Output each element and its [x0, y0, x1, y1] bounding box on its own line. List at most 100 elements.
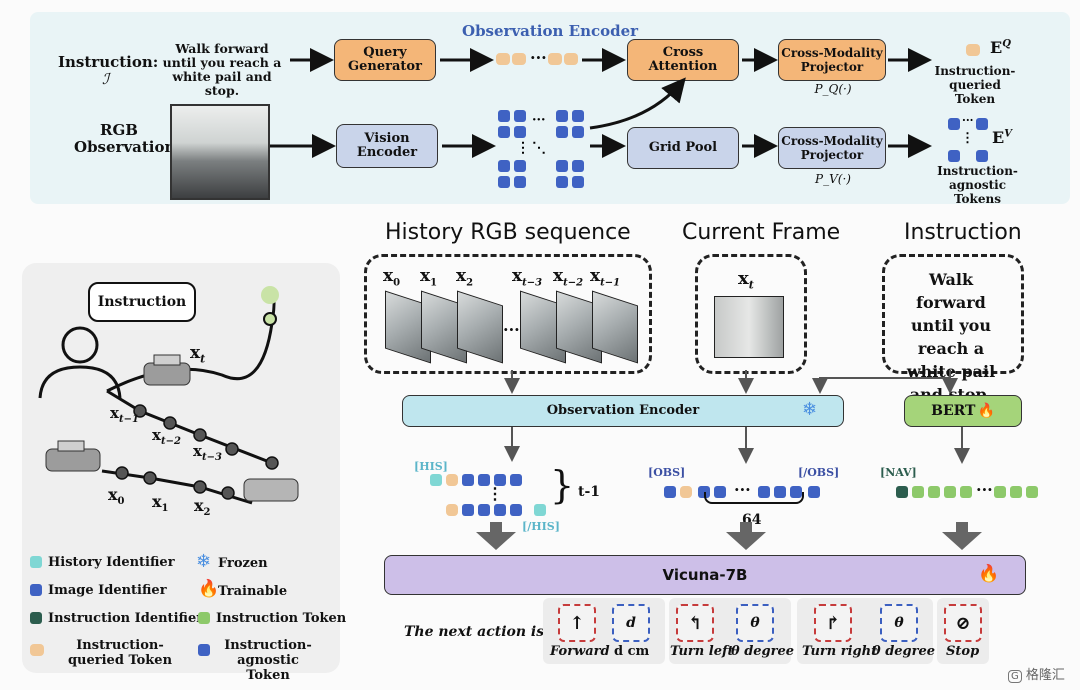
traj-label: x1: [152, 492, 169, 515]
vision-token: [572, 176, 584, 188]
snowflake-icon: ❄: [196, 551, 212, 572]
nav-tag: [NAV]: [880, 466, 917, 479]
his-token: [534, 504, 546, 516]
instruction-token: [960, 486, 972, 498]
rgb-label: RGB Observation:: [74, 121, 181, 156]
rgb-thumbnail: [170, 104, 270, 200]
ia-token: [774, 486, 786, 498]
angle-icon: θ: [736, 604, 774, 642]
ia-token: [714, 486, 726, 498]
vision-token: [514, 160, 526, 172]
svg-text:···: ···: [962, 114, 974, 127]
action-label: Stop: [946, 644, 980, 659]
forward-icon: ↑: [558, 604, 596, 642]
instruction-box: [882, 254, 1024, 374]
obs-encoder-box: Observation Encoder: [402, 395, 844, 427]
brace-under: [704, 492, 804, 504]
legend-instruction-token: Instruction Token: [216, 611, 347, 626]
current-frame-label: xt: [738, 268, 754, 292]
instruction-label: Instruction: ℐ: [58, 53, 159, 88]
action-label: d cm: [614, 644, 650, 659]
action-label: θ degree: [731, 644, 795, 659]
legend-iq-token: Instruction-queried Token: [67, 638, 173, 668]
xt-label: xt: [190, 343, 206, 366]
vision-token: [514, 110, 526, 122]
action-label: Turn left: [670, 644, 734, 659]
ev-caption: Instruction-agnostic Tokens: [937, 164, 1018, 206]
ev-token: [976, 118, 988, 130]
legend-swatch-iq: [30, 644, 44, 656]
iq-token: [446, 504, 458, 516]
traj-label: xt−2: [152, 426, 181, 447]
pv-label: P_V(·): [815, 172, 851, 186]
legend-instruction-identifier: Instruction Identifier: [48, 611, 204, 626]
instruction-token: [928, 486, 940, 498]
fire-icon: 🔥: [977, 403, 995, 419]
ia-token: [478, 504, 490, 516]
his-token: [430, 474, 442, 486]
vision-token: [556, 176, 568, 188]
frame-label: xt−2: [553, 266, 584, 289]
ellipsis: ···: [976, 480, 993, 499]
turn-left-icon: ↰: [676, 604, 714, 642]
action-label: Forward: [550, 644, 610, 659]
eq-caption: Instruction-queried Token: [934, 64, 1016, 106]
vision-token: [498, 126, 510, 138]
vision-token: [556, 110, 568, 122]
legend-history-identifier: History Identifier: [48, 555, 175, 570]
snowflake-icon: ❄: [802, 399, 818, 420]
vision-token: [514, 176, 526, 188]
action-label: θ degree: [872, 644, 936, 659]
current-box: [695, 254, 807, 374]
traj-label: xt−3: [193, 442, 222, 463]
obs-open-tag: [OBS]: [648, 466, 686, 479]
his-open-tag: [HIS]: [414, 460, 448, 473]
vicuna-box: Vicuna-7B: [384, 555, 1026, 595]
frame-label: x2: [456, 266, 474, 289]
svg-text:⋱: ⋱: [532, 140, 546, 156]
legend-swatch-image: [30, 584, 42, 596]
query-token: [548, 53, 562, 65]
history-header: History RGB sequence: [385, 220, 631, 245]
watermark-logo-icon: G: [1008, 670, 1022, 683]
ia-token: [758, 486, 770, 498]
vision-token: [498, 110, 510, 122]
watermark: G 格隆汇: [1008, 664, 1065, 683]
his-close-tag: [/HIS]: [522, 520, 560, 533]
ellipsis: ···: [503, 320, 520, 339]
query-token: [564, 53, 578, 65]
vision-token: [572, 160, 584, 172]
angle-icon: θ: [880, 604, 918, 642]
next-action-label: The next action is: [404, 624, 545, 640]
ev-token: [948, 118, 960, 130]
projector-v: Cross-Modality Projector: [778, 127, 886, 169]
current-header: Current Frame: [682, 220, 841, 245]
frame-label: x1: [420, 266, 438, 289]
turn-right-icon: ↱: [814, 604, 852, 642]
instruction-token: [1026, 486, 1038, 498]
instruction-header: Instruction: [904, 220, 1022, 245]
vert-ellipsis: ⋮: [487, 484, 503, 503]
query-token: [496, 53, 510, 65]
frame-label: xt−3: [512, 266, 543, 289]
vision-token: [556, 126, 568, 138]
ia-token: [478, 474, 490, 486]
legend-frozen: Frozen: [218, 556, 268, 571]
legend-swatch-ia: [198, 644, 210, 656]
projector-q: Cross-Modality Projector: [778, 39, 886, 81]
vision-token: [498, 176, 510, 188]
ia-token: [462, 504, 474, 516]
query-generator: Query Generator: [334, 39, 436, 81]
instruction-bubble: Instruction: [88, 282, 196, 322]
cross-attention: Cross Attention: [627, 39, 739, 81]
fire-icon: 🔥: [978, 564, 1000, 584]
frame-label: x0: [383, 266, 401, 289]
ia-token: [494, 504, 506, 516]
frame-label: xt−1: [590, 266, 621, 289]
query-token: [512, 53, 526, 65]
nav-token: [896, 486, 908, 498]
legend-swatch-instruction-token: [198, 612, 210, 624]
fire-icon: 🔥: [198, 579, 220, 599]
obs-close-tag: [/OBS]: [798, 466, 840, 479]
